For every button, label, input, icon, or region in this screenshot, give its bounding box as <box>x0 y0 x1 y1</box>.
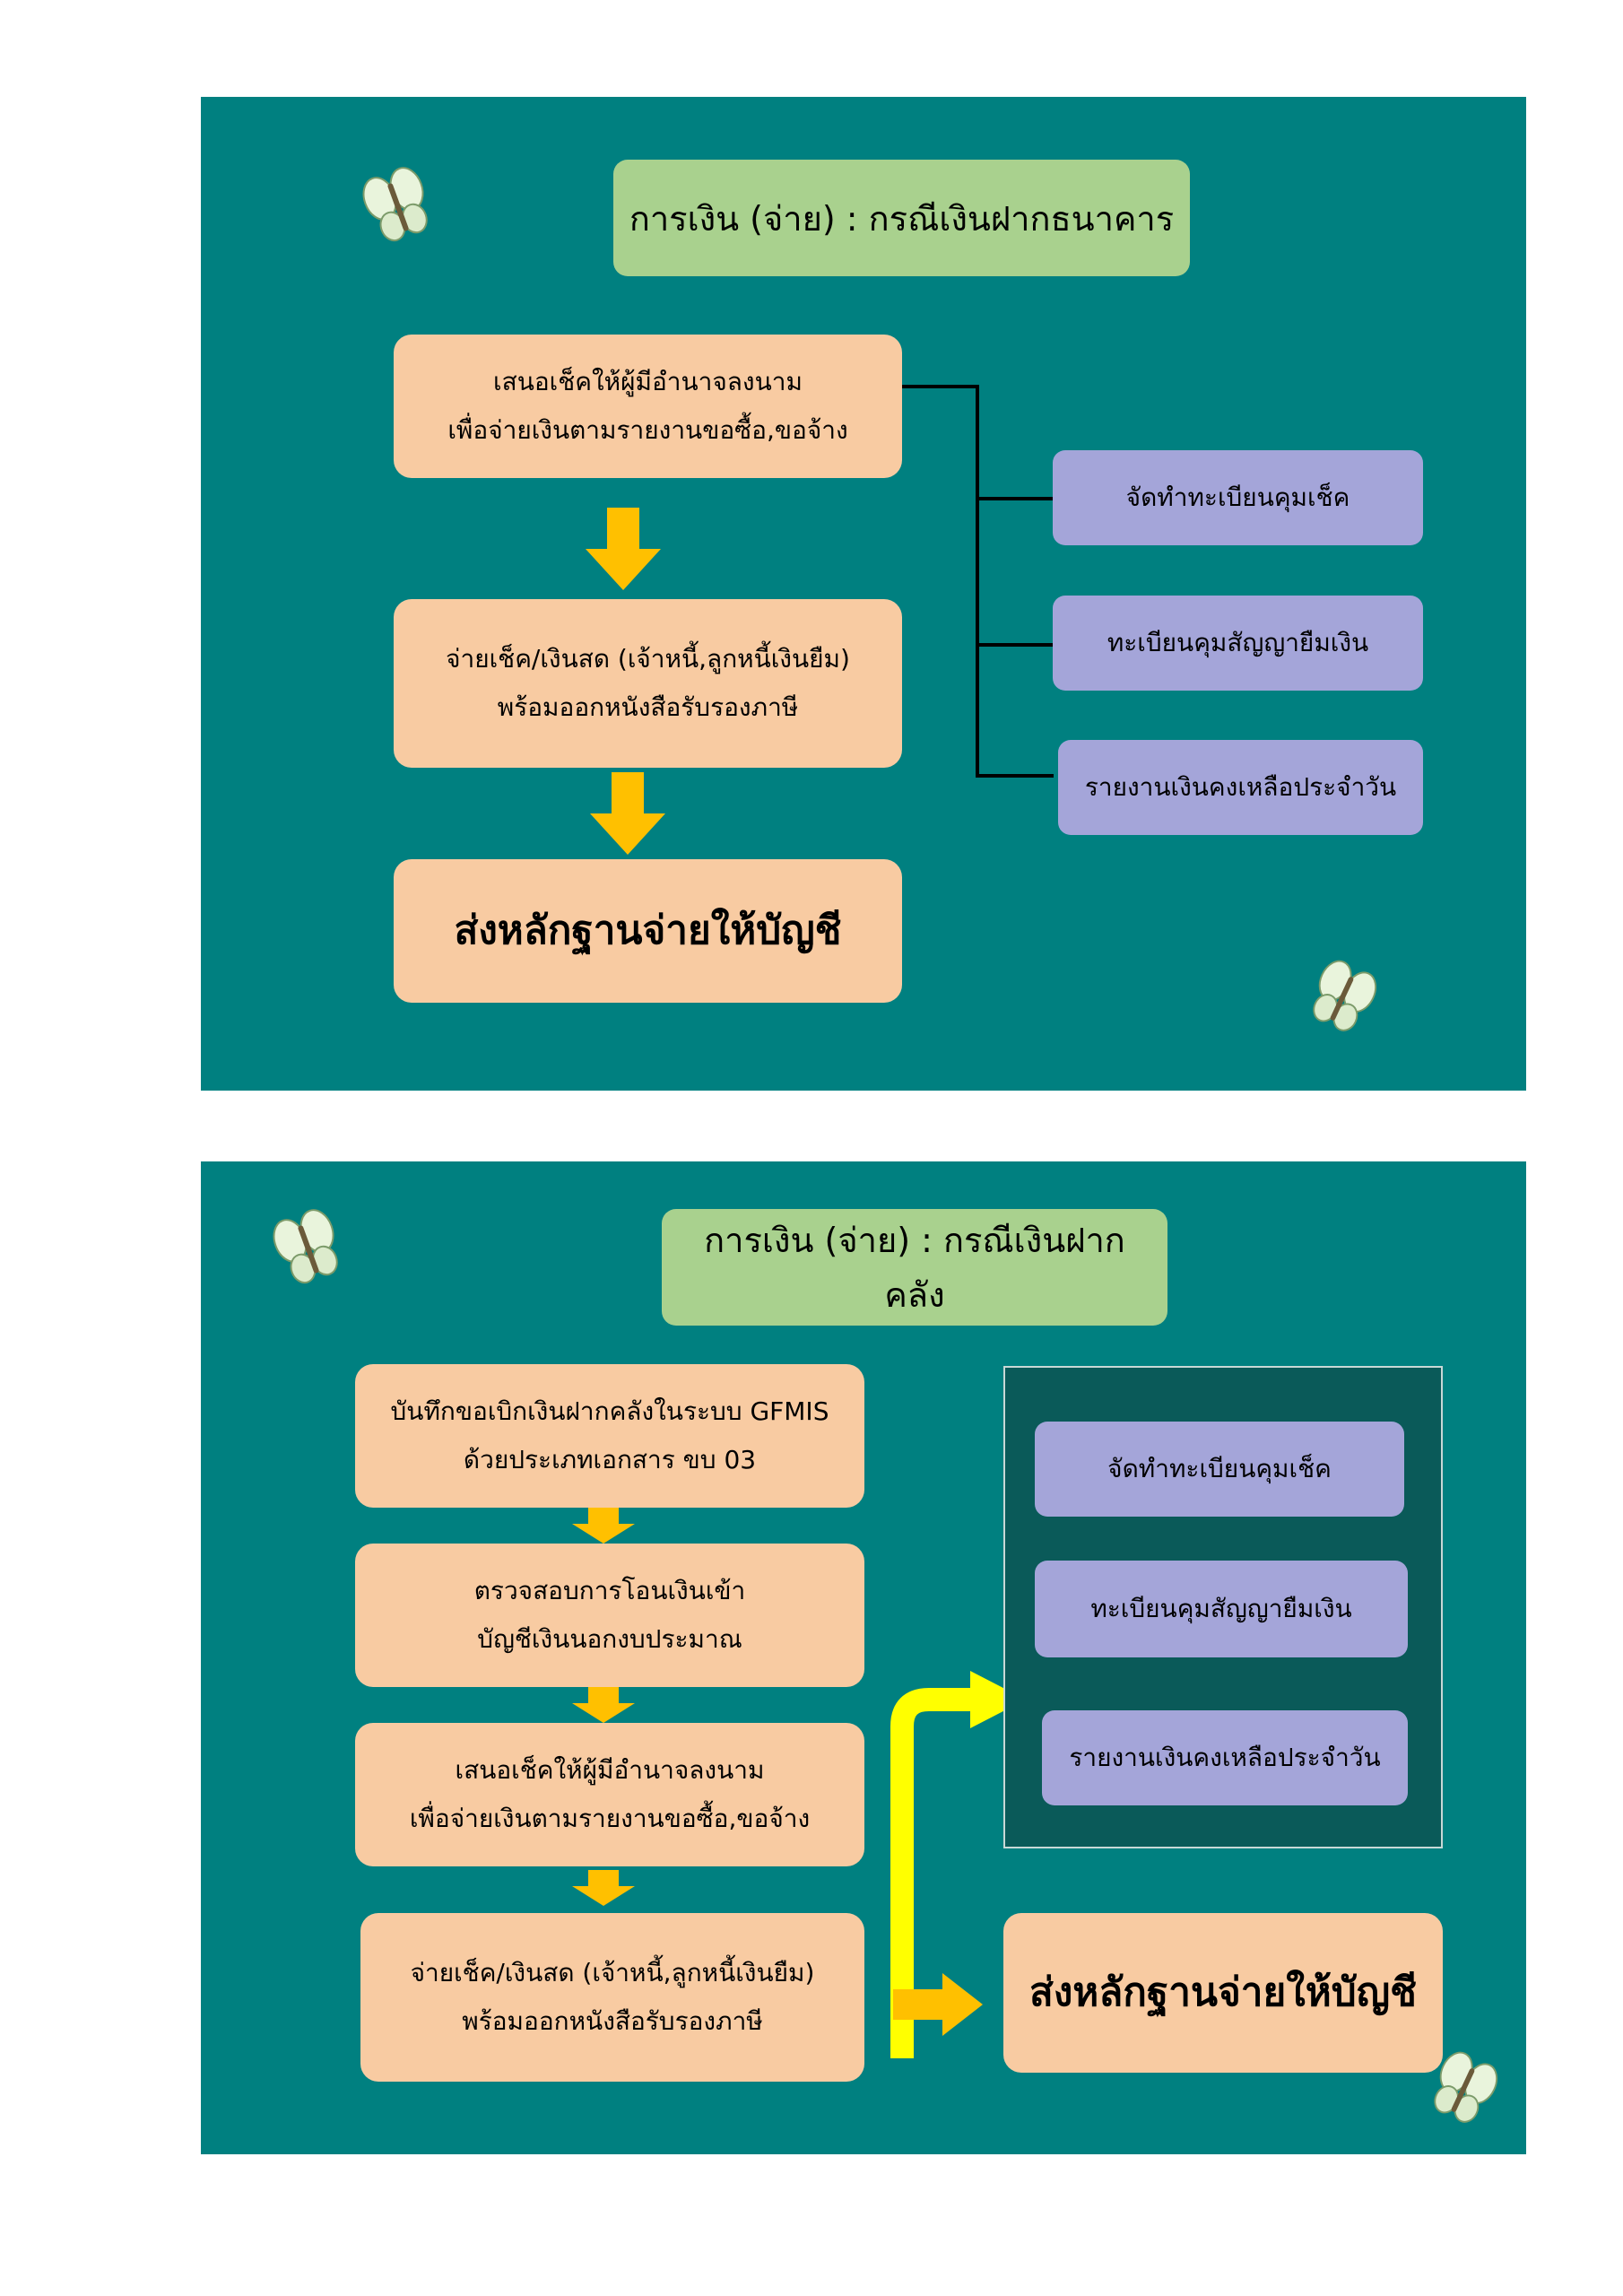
slide2-step3-box: เสนอเช็คให้ผู้มีอำนาจลงนาม เพื่อจ่ายเงิน… <box>355 1723 864 1866</box>
butterfly-icon <box>273 1209 338 1284</box>
butterfly-icon <box>1313 960 1377 1031</box>
slide1-step3-box: ส่งหลักฐานจ่ายให้บัญชี <box>394 859 902 1003</box>
slide2-register-balance: รายงานเงินคงเหลือประจำวัน <box>1042 1710 1408 1805</box>
down-arrow-icon <box>572 1687 635 1723</box>
connector-lines <box>902 385 1054 778</box>
down-arrow-icon <box>586 508 661 590</box>
slide1-register-cheque: จัดทำทะเบียนคุมเช็ค <box>1053 450 1423 545</box>
slide1-step2-line1: จ่ายเช็ค/เงินสด (เจ้าหนี้,ลูกหนี้เงินยืม… <box>446 644 850 674</box>
slide2-title: การเงิน (จ่าย) : กรณีเงินฝากคลัง <box>704 1221 1125 1315</box>
slide1-step2-box: จ่ายเช็ค/เงินสด (เจ้าหนี้,ลูกหนี้เงินยืม… <box>394 599 902 768</box>
slide1-register-loan: ทะเบียนคุมสัญญายืมเงิน <box>1053 596 1423 691</box>
slide2-step2-box: ตรวจสอบการโอนเงินเข้า บัญชีเงินนอกงบประม… <box>355 1544 864 1687</box>
slide1-step1-line2: เพื่อจ่ายเงินตามรายงานขอซื้อ,ขอจ้าง <box>447 415 848 445</box>
slide1-step2-line2: พร้อมออกหนังสือรับรองภาษี <box>497 692 799 722</box>
slide-bank-deposit: การเงิน (จ่าย) : กรณีเงินฝากธนาคาร เสนอเ… <box>201 97 1526 1091</box>
down-arrow-icon <box>572 1508 635 1544</box>
up-right-arrow-icon <box>890 1671 1026 2058</box>
slide1-step1-line1: เสนอเช็คให้ผู้มีอำนาจลงนาม <box>493 367 803 396</box>
butterfly-icon <box>362 167 428 242</box>
slide2-register-cheque: จัดทำทะเบียนคุมเช็ค <box>1035 1422 1404 1517</box>
slide1-register-balance: รายงานเงินคงเหลือประจำวัน <box>1058 740 1423 835</box>
slide1-step3-label: ส่งหลักฐานจ่ายให้บัญชี <box>454 908 842 953</box>
slide1-step1-box: เสนอเช็คให้ผู้มีอำนาจลงนาม เพื่อจ่ายเงิน… <box>394 335 902 478</box>
down-arrow-icon <box>572 1870 635 1906</box>
butterfly-icon <box>1434 2051 1498 2123</box>
slide1-title-box: การเงิน (จ่าย) : กรณีเงินฝากธนาคาร <box>613 160 1190 276</box>
down-arrow-icon <box>590 772 665 855</box>
slide1-title: การเงิน (จ่าย) : กรณีเงินฝากธนาคาร <box>629 198 1175 239</box>
right-arrow-icon <box>893 1973 983 2036</box>
slide2-register-loan: ทะเบียนคุมสัญญายืมเงิน <box>1035 1561 1408 1657</box>
slide2-step4-box: จ่ายเช็ค/เงินสด (เจ้าหนี้,ลูกหนี้เงินยืม… <box>360 1913 864 2082</box>
slide-treasury-deposit: การเงิน (จ่าย) : กรณีเงินฝากคลัง บันทึกข… <box>201 1161 1526 2154</box>
slide2-step1-box: บันทึกขอเบิกเงินฝากคลังในระบบ GFMIS ด้วย… <box>355 1364 864 1508</box>
slide2-title-box: การเงิน (จ่าย) : กรณีเงินฝากคลัง <box>662 1209 1167 1326</box>
slide2-final-box: ส่งหลักฐานจ่ายให้บัญชี <box>1003 1913 1443 2073</box>
